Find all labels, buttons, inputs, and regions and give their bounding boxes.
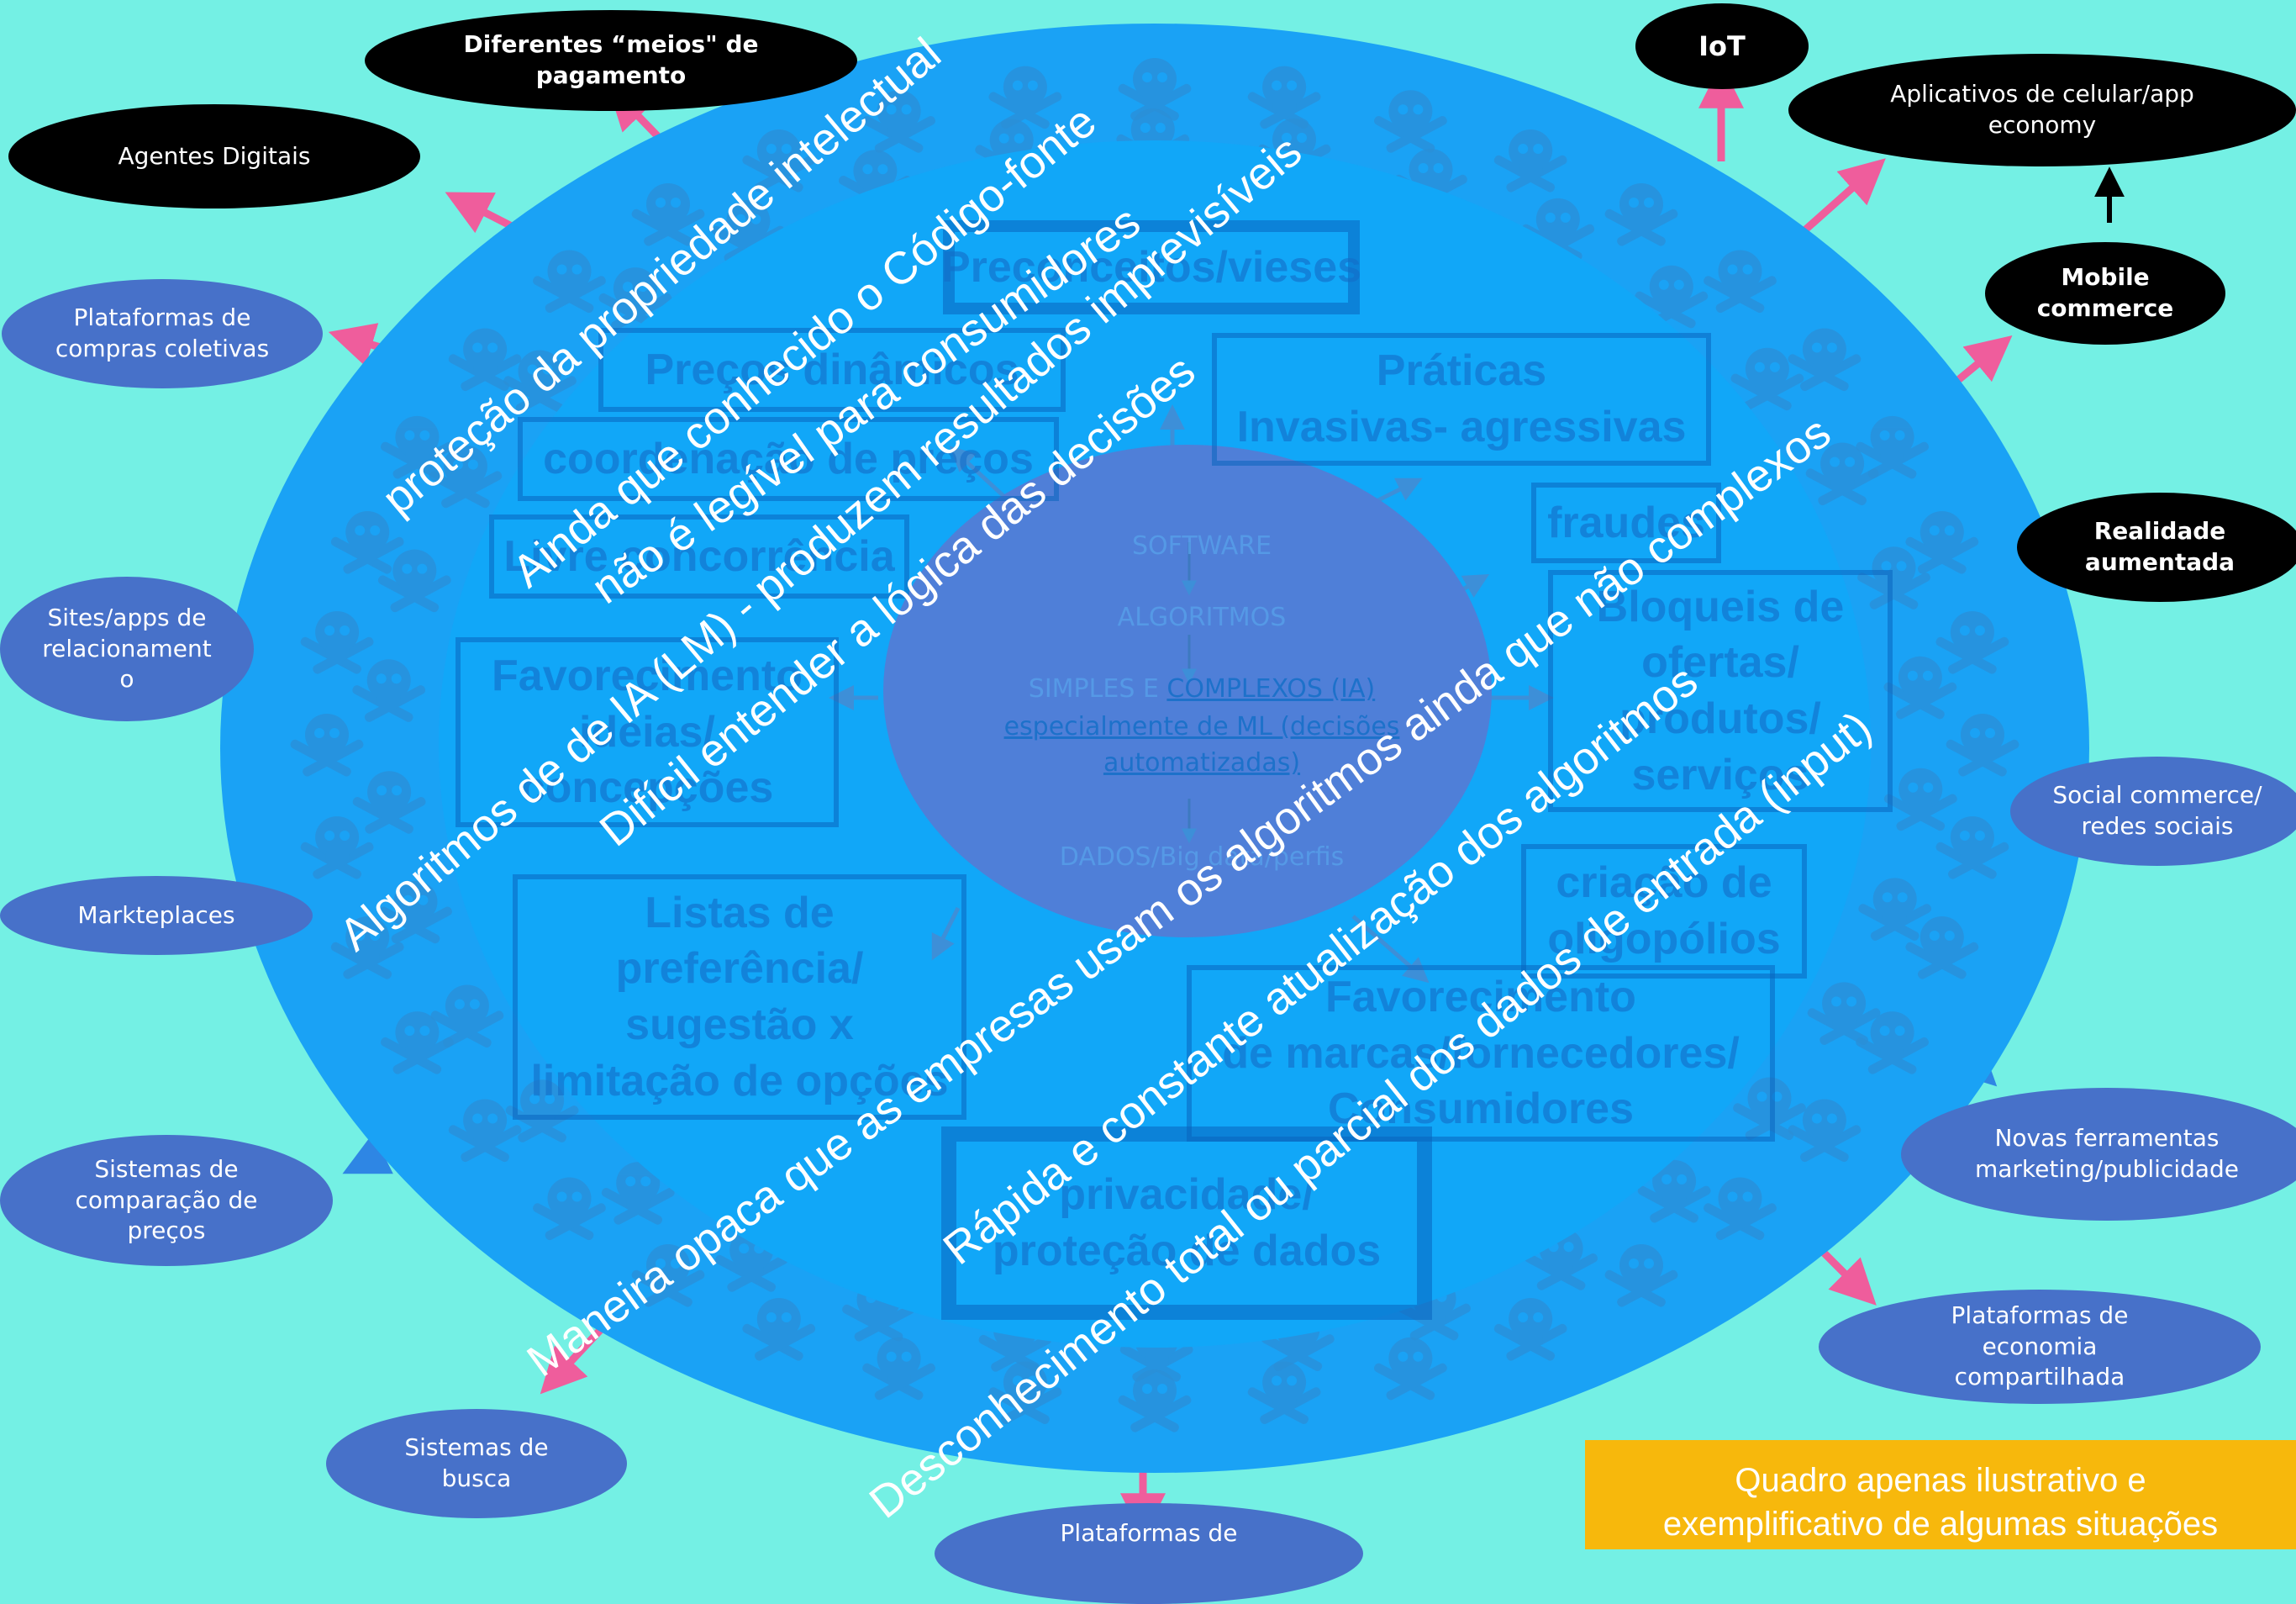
skull-crossbones-icon	[430, 984, 504, 1048]
bubble-relacionamento: Sites/apps de relacionament o	[0, 577, 254, 721]
skull-crossbones-icon	[1856, 415, 1930, 479]
skull-crossbones-icon	[1637, 1159, 1711, 1223]
skull-crossbones-icon	[1788, 328, 1862, 392]
skull-crossbones-icon	[1373, 90, 1447, 153]
skull-crossbones-icon	[1704, 1177, 1777, 1241]
skull-crossbones-icon	[379, 880, 452, 944]
bubble-comparacao-precos: Sistemas de comparação de preços	[0, 1135, 333, 1266]
inner-arrow-down-left	[931, 906, 961, 961]
skull-crossbones-icon	[1788, 1099, 1862, 1163]
skull-crossbones-icon	[1905, 511, 1979, 574]
core-dados: DADOS/Big data/perfis	[1059, 842, 1345, 872]
skull-crossbones-icon	[1730, 347, 1804, 411]
skull-crossbones-icon	[601, 1162, 675, 1225]
box-precos-dinamicos: Preços dinâmicos	[598, 328, 1066, 412]
core-algoritmos: ALGORITMOS	[1117, 603, 1287, 632]
skull-crossbones-icon	[1604, 1244, 1678, 1307]
skull-crossbones-icon	[742, 129, 816, 193]
box-favorecimento-marcas: Favorecimento de marcas/fornecedores/ Co…	[1187, 965, 1775, 1142]
skull-crossbones-icon	[1807, 982, 1881, 1045]
illustrative-note: Quadro apenas ilustrativo e exemplificat…	[1585, 1440, 2296, 1549]
box-praticas: Práticas Invasivas- agressivas	[1212, 333, 1711, 466]
skull-crossbones-icon	[533, 250, 606, 314]
skull-crossbones-icon	[1856, 1011, 1930, 1074]
skull-crossbones-icon	[1946, 714, 2020, 777]
bubble-aplicativos: Aplicativos de celular/app economy	[1788, 54, 2296, 166]
skull-crossbones-icon	[300, 816, 374, 879]
box-favorecimento-ideias: Favorecimento ideias/ concepções	[456, 637, 839, 827]
skull-crossbones-icon	[380, 1011, 454, 1074]
box-listas: Listas de preferência/ sugestão x limita…	[513, 874, 966, 1120]
arrow-to-aplicativos	[1792, 158, 1886, 243]
bubble-plataformas-bottom: Plataformas de	[935, 1503, 1363, 1604]
bubble-realidade-aumentada: Realidade aumentada	[2017, 493, 2296, 602]
skull-crossbones-icon	[377, 549, 451, 613]
skull-crossbones-icon	[631, 1244, 705, 1307]
skull-crossbones-icon	[1604, 183, 1678, 246]
box-coordenacao: coordenação de preços	[518, 417, 1059, 501]
box-oligopolios: criação de oligopólios	[1521, 844, 1807, 979]
core-complexos-link[interactable]: COMPLEXOS (IA)	[1166, 674, 1376, 704]
core-software: SOFTWARE	[1131, 531, 1272, 561]
bubble-markteplaces: Markteplaces	[0, 876, 313, 955]
core-ellipse	[883, 445, 1492, 937]
core-especialmente[interactable]: especialmente de ML (decisões	[1003, 712, 1400, 741]
bubble-social-commerce: Social commerce/ redes sociais	[2010, 757, 2296, 866]
skull-crossbones-icon	[330, 916, 404, 979]
skull-crossbones-icon	[1805, 442, 1879, 506]
skull-crossbones-icon	[352, 771, 426, 834]
skull-crossbones-icon	[1118, 1369, 1192, 1433]
box-bloqueios: Bloqueis de ofertas/ produtos/ serviços	[1548, 570, 1893, 812]
skull-crossbones-icon	[988, 1361, 1062, 1424]
core-simples: SIMPLES E	[1028, 674, 1167, 704]
bubble-meios-pagamento: Diferentes “meios" de pagamento	[365, 10, 857, 111]
core-simples-complexos: SIMPLES E COMPLEXOS (IA)	[882, 674, 1521, 704]
box-livre-concorrencia: Livre concorrência	[489, 514, 909, 599]
bubble-busca: Sistemas de busca	[326, 1409, 627, 1518]
skull-crossbones-icon	[503, 350, 577, 414]
skull-crossbones-icon	[1373, 1337, 1447, 1401]
skull-crossbones-icon	[380, 415, 454, 479]
skull-crossbones-icon	[1935, 816, 2009, 879]
skull-crossbones-icon	[448, 328, 522, 392]
skull-crossbones-icon	[1733, 1077, 1806, 1141]
skull-crossbones-icon	[1883, 656, 1957, 720]
core-automatizadas[interactable]: automatizadas)	[1103, 748, 1301, 778]
diagram-graphics	[220, 24, 2125, 1539]
skull-crossbones-icon	[1905, 916, 1979, 979]
box-privacidade: privacidade/ proteção de dados	[941, 1126, 1432, 1320]
bubble-economia-compartilhada: Plataformas de economia compartilhada	[1819, 1290, 2261, 1404]
box-preconceitos: Preconceitos/vieses	[941, 220, 1361, 314]
skull-crossbones-icon	[429, 445, 503, 509]
skull-crossbones-icon	[448, 1099, 522, 1163]
diagram-canvas: SOFTWARE ALGORITMOS SIMPLES E COMPLEXOS …	[0, 3, 2296, 1604]
bubble-agentes-digitais: Agentes Digitais	[8, 104, 420, 208]
skull-crossbones-icon	[1247, 1361, 1321, 1424]
skull-crossbones-icon	[1935, 611, 2009, 674]
skull-crossbones-icon	[1883, 768, 1957, 831]
skull-crossbones-icon	[300, 611, 374, 674]
skull-crossbones-icon	[352, 659, 426, 722]
skull-crossbones-icon	[862, 90, 936, 153]
skull-crossbones-icon	[330, 511, 404, 574]
bubble-compras-coletivas: Plataformas de compras coletivas	[2, 279, 323, 388]
bubble-mobile-commerce: Mobile commerce	[1985, 242, 2225, 345]
bubble-iot: IoT	[1635, 3, 1809, 89]
skull-crossbones-icon	[533, 1177, 606, 1241]
skull-crossbones-icon	[1704, 250, 1777, 314]
skull-crossbones-icon	[631, 183, 705, 246]
box-fraudes: fraudes	[1531, 483, 1721, 563]
bubble-ferramentas-marketing: Novas ferramentas marketing/publicidade	[1901, 1088, 2296, 1221]
skull-crossbones-icon	[742, 1298, 816, 1361]
skull-crossbones-icon	[1493, 129, 1567, 193]
skull-crossbones-icon	[290, 714, 364, 777]
skull-crossbones-icon	[1858, 878, 1932, 941]
skull-crossbones-icon	[1493, 1298, 1567, 1361]
skull-crossbones-icon	[862, 1337, 936, 1401]
